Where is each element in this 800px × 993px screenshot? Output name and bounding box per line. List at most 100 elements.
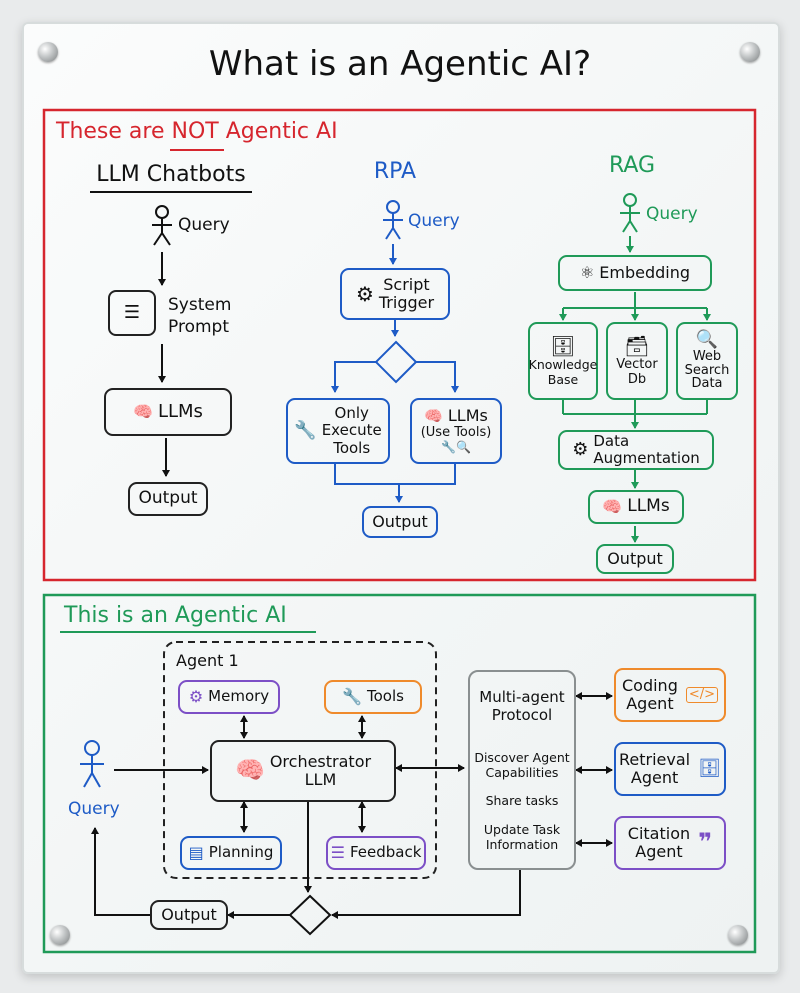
knowledge-base-box: 🗄 Knowledge Base [528,322,598,400]
rag-llms-box: 🧠LLMs [588,490,684,524]
only-execute-line2: Execute [321,421,382,440]
tools-icons: 🔧🔍 [441,439,471,454]
knowledge-base-line1: Knowledge [528,357,598,373]
agentic-output-box: Output [150,900,228,930]
coding-line1: Coding [621,675,678,695]
vector-db-line2: Db [627,371,647,387]
discover-line1: Discover Agent [474,750,570,765]
gear-icon: ⚙ [355,281,374,306]
brain-icon: 🧠 [424,407,443,426]
update-line2: Information [485,837,559,852]
not-heading-not: NOT [171,119,219,144]
speech-bubble-icon: ☰ [108,290,156,336]
rag-llms-label: LLMs [627,496,670,517]
rag-title: RAG [608,153,656,178]
rpa-title: RPA [373,159,417,184]
agentic-frame [42,593,757,954]
chatbot-llms-box: 🧠LLMs [104,388,232,436]
database-icon: 🗄 [550,334,576,359]
wrench-icon: 🔧 [294,419,317,441]
embedding-box: ⚛Embedding [558,255,712,291]
feedback-box: ☰Feedback [326,836,426,870]
data-aug-line1: Data [593,431,630,450]
rag-output-box: Output [596,544,674,574]
data-aug-line2: Augmentation [593,449,700,467]
screw-top-right [740,42,760,62]
orchestrator-line1: Orchestrator [269,751,372,771]
tools-box: 🔧Tools [324,680,422,714]
share-tasks: Share tasks [485,793,559,808]
not-agentic-frame [42,108,757,582]
agent-label: Agent 1 [176,651,239,670]
planning-box: ▤Planning [180,836,282,870]
agent-boundary [163,641,437,879]
retrieval-line2: Agent [630,768,679,787]
vector-db-line1: Vector [616,356,658,372]
quote-icon: ❞ [698,828,713,857]
not-agentic-heading: These are NOT Agentic AI [56,119,338,144]
memory-box: ⚙Memory [178,680,280,714]
chatbot-llms-label: LLMs [157,400,203,422]
system-prompt-line2: Prompt [168,317,229,337]
magnifier-icon: 🔍 [695,329,719,351]
rpa-query-label: Query [408,211,460,231]
knowledge-base-line2: Base [547,371,579,387]
comment-icon: ☰ [330,842,345,862]
brain-icon: 🧠 [234,756,265,785]
screw-top-left [38,42,58,62]
brain-icon: 🧠 [602,496,623,516]
wrench-icon: 🔧 [342,686,362,706]
agentic-query-label: Query [68,799,120,819]
citation-line2: Agent [635,842,683,861]
embedding-label: Embedding [599,262,691,282]
protocol-line1: Multi-agent [479,688,565,706]
coding-line2: Agent [626,694,674,713]
only-execute-line3: Tools [333,438,371,457]
database-icon: 🗄 [698,757,721,779]
protocol-line2: Protocol [491,706,553,724]
tools-label: Tools [366,687,404,706]
not-heading-prefix: These are [56,119,172,144]
rpa-llms-label: LLMs [447,406,488,426]
screw-bottom-right [728,925,748,945]
orchestrator-line2: LLM [304,770,337,789]
code-icon: </> [685,686,719,704]
not-heading-suffix: Agentic AI [218,119,338,144]
gear-icon: ⚙ [188,686,204,706]
rpa-output-box: Output [362,506,438,538]
web-search-line1: Web [692,348,722,364]
planning-label: Planning [208,843,274,862]
system-prompt-line1: System [168,295,232,315]
gear-icon: ⚙ [572,438,589,460]
use-tools-label: (Use Tools) [420,424,492,440]
rpa-llms-box: 🧠LLMs (Use Tools) 🔧🔍 [410,398,502,464]
web-search-line3: Data [691,376,723,392]
page-title: What is an Agentic AI? [208,44,592,84]
script-trigger-line1: Script [383,274,430,294]
discover-line2: Capabilities [485,765,559,780]
llm-chatbots-title: LLM Chatbots [96,162,246,187]
web-search-line2: Search [684,362,730,378]
checklist-icon: ▤ [188,842,204,862]
update-line1: Update Task [483,822,561,837]
multi-agent-protocol-box [468,670,576,870]
rag-query-label: Query [646,204,698,224]
chatbot-output-box: Output [128,482,208,516]
chatbot-query-label: Query [178,215,230,235]
screw-bottom-left [50,925,70,945]
network-icon: ⚛ [579,262,595,282]
citation-line1: Citation [627,823,691,843]
brain-icon: 🧠 [133,401,153,421]
memory-label: Memory [208,687,270,706]
